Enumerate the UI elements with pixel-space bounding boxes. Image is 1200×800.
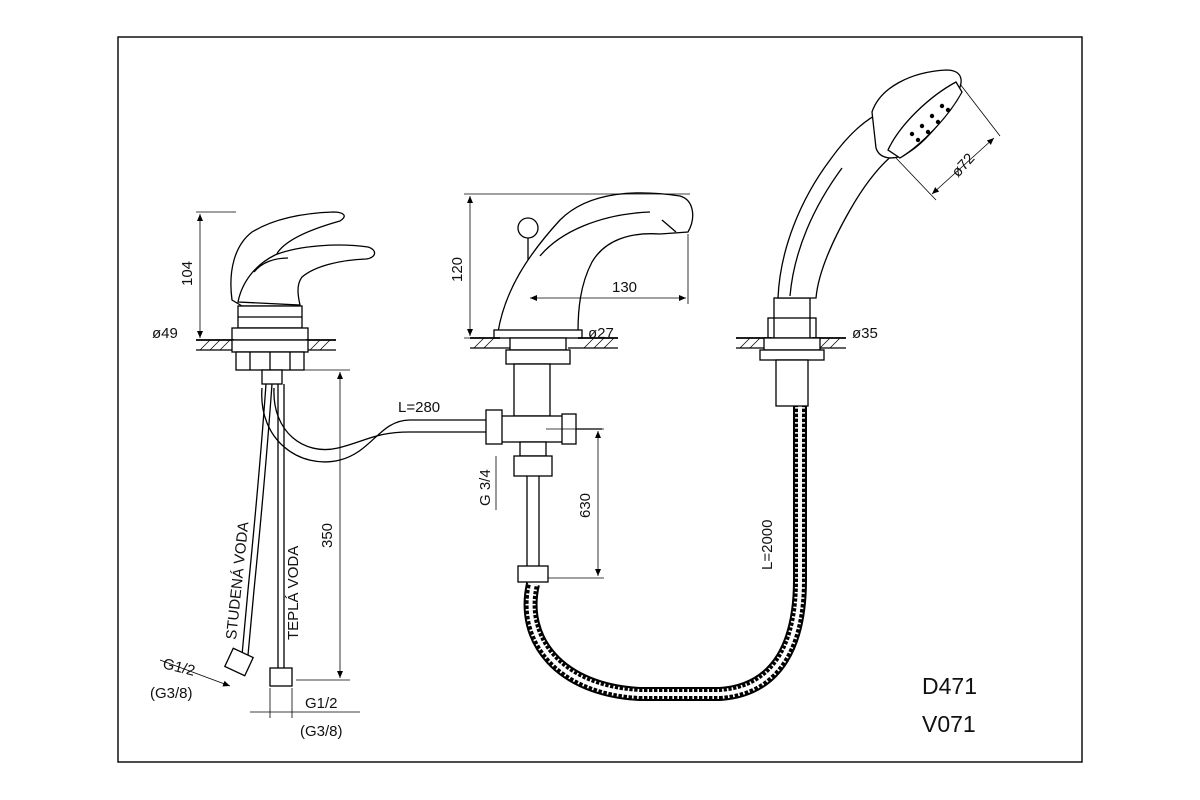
spout-diameter-label: ø27 xyxy=(588,325,614,342)
hose-length-label: L=2000 xyxy=(759,520,776,570)
shower-hose: L=2000 xyxy=(523,404,807,701)
shower-holder: ø35 xyxy=(736,297,878,407)
mixer-height-label: 104 xyxy=(179,261,196,286)
hot-water-label: TEPLÁ VODA xyxy=(285,546,302,640)
mixer-body xyxy=(196,211,376,385)
spout xyxy=(470,192,694,583)
spout-height-label: 120 xyxy=(449,257,466,282)
shower-head-diameter-label: ø72 xyxy=(948,150,978,181)
right-thread-label: G1/2 xyxy=(305,695,338,712)
supply-length-label: 350 xyxy=(319,523,336,548)
shower-head: ø72 xyxy=(777,69,1001,299)
supply-hoses: STUDENÁ VODA TEPLÁ VODA 350 G1/2 (G3/8) … xyxy=(150,369,360,740)
product-code-1: D471 xyxy=(922,673,977,699)
connector-length-label: L=280 xyxy=(398,399,440,416)
right-thread-alt-label: (G3/8) xyxy=(300,723,343,740)
drawing-frame xyxy=(117,36,1083,763)
holder-diameter-label: ø35 xyxy=(852,325,878,342)
connector-hose: L=280 xyxy=(261,387,490,463)
spout-dimensions: 120 130 ø27 G 3/4 630 xyxy=(449,193,690,579)
mixer-dimensions: 104 ø49 xyxy=(152,211,236,342)
mixer-diameter-label: ø49 xyxy=(152,325,178,342)
outlet-length-label: 630 xyxy=(577,493,594,518)
left-thread-alt-label: (G3/8) xyxy=(150,685,193,702)
left-thread-label: G1/2 xyxy=(161,655,197,679)
product-code-2: V071 xyxy=(922,711,976,737)
cold-water-label: STUDENÁ VODA xyxy=(223,521,252,640)
spout-reach-label: 130 xyxy=(612,279,637,296)
inlet-thread-label: G 3/4 xyxy=(477,469,494,506)
